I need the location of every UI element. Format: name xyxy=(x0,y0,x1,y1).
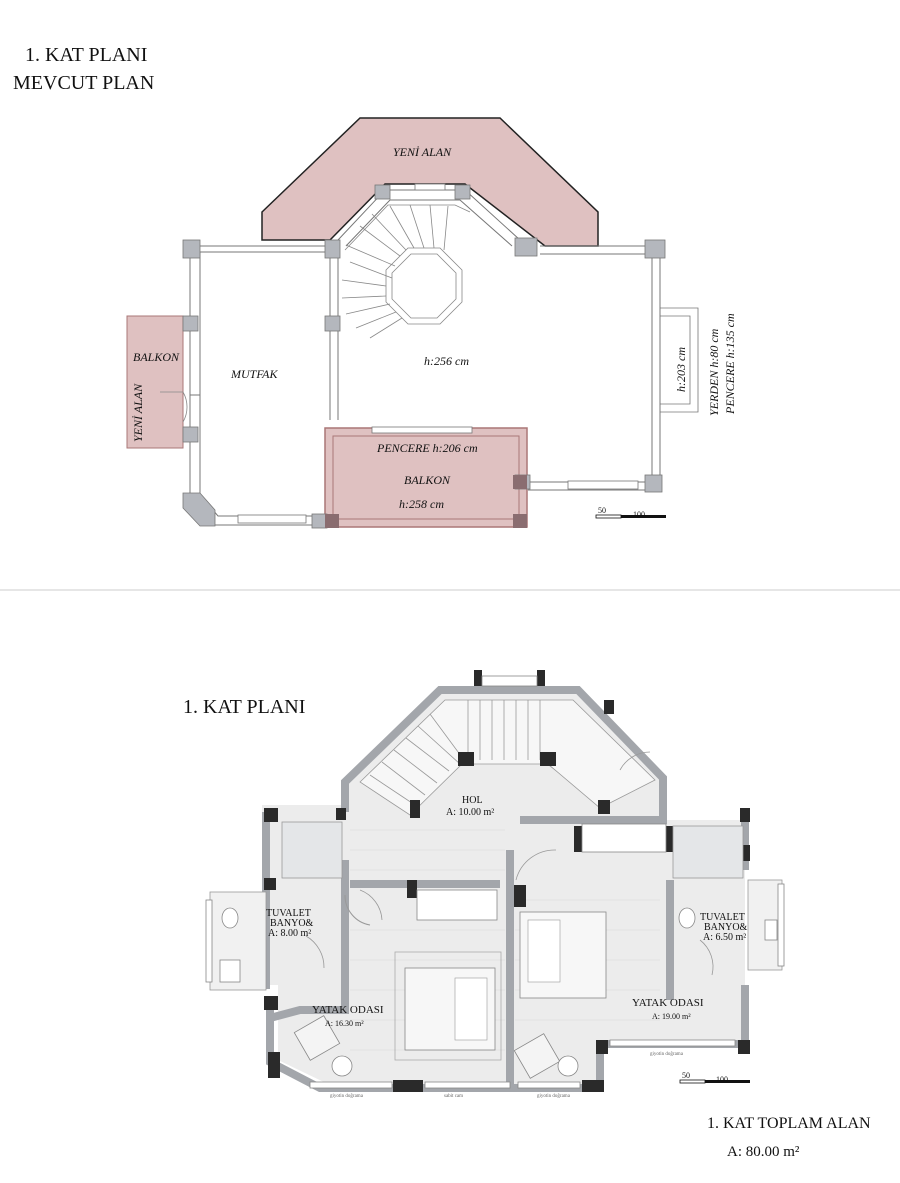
label-window-note-2: PENCERE h:135 cm xyxy=(723,313,737,414)
label-bedroom-right-area: A: 19.00 m² xyxy=(652,1012,691,1021)
label-hall: HOL xyxy=(462,795,483,806)
scale-top-100: 100 xyxy=(633,510,645,519)
total-area-value: A: 80.00 m² xyxy=(727,1144,800,1160)
label-bedroom-right: YATAK ODASI xyxy=(632,997,704,1009)
window-note-3: giyotin doğrama xyxy=(537,1094,570,1099)
label-bedroom-left: YATAK ODASI xyxy=(312,1004,384,1016)
scale-bottom-50: 50 xyxy=(682,1071,690,1080)
label-height-balcony: h:258 cm xyxy=(399,497,444,511)
new-plan xyxy=(205,670,785,1092)
label-wc-right-area: A: 6.50 m² xyxy=(703,932,747,943)
window-note-4: giyotin doğrama xyxy=(650,1052,683,1057)
bed-right xyxy=(519,911,607,999)
spiral-stair xyxy=(341,204,471,339)
balcony-bottom xyxy=(324,427,528,528)
scale-top-50: 50 xyxy=(598,506,606,515)
bed-left xyxy=(394,951,502,1061)
label-balcony-left: BALKON xyxy=(133,350,180,364)
scale-bar-bottom xyxy=(679,1079,750,1084)
shower-left xyxy=(281,821,343,879)
label-window-balcony: PENCERE h:206 cm xyxy=(377,441,478,455)
label-balcony-bottom: BALKON xyxy=(404,473,451,487)
label-wc-right-2: BANYO& xyxy=(704,922,748,933)
label-wc-left-area: A: 8.00 m² xyxy=(268,928,312,939)
scale-bottom-100: 100 xyxy=(716,1075,728,1084)
label-height-center: h:256 cm xyxy=(424,354,469,368)
label-wc-left-2: BANYO& xyxy=(270,918,314,929)
label-new-area-top: YENİ ALAN xyxy=(393,145,452,159)
label-wc-right-1: TUVALET xyxy=(700,912,745,923)
label-hall-area: A: 10.00 m² xyxy=(446,807,495,818)
label-new-area-left: YENİ ALAN xyxy=(131,383,145,442)
label-kitchen: MUTFAK xyxy=(231,367,278,381)
scale-bar-top xyxy=(595,514,666,519)
label-wc-left-1: TUVALET xyxy=(266,908,311,919)
top-plan-subtitle: MEVCUT PLAN xyxy=(13,72,155,94)
label-height-bay: h:203 cm xyxy=(674,347,688,392)
window-note-1: giyotin doğrama xyxy=(330,1094,363,1099)
existing-plan xyxy=(126,117,699,529)
shower-right xyxy=(672,825,744,879)
new-area-top xyxy=(261,117,599,247)
top-plan-title: 1. KAT PLANI xyxy=(25,44,148,66)
label-bedroom-left-area: A: 16.30 m² xyxy=(325,1019,364,1028)
window-note-2: sabit cam xyxy=(444,1094,464,1099)
bottom-plan-title: 1. KAT PLANI xyxy=(183,696,306,718)
total-area-label: 1. KAT TOPLAM ALAN xyxy=(707,1115,871,1132)
new-area-left-balcony xyxy=(126,315,184,449)
label-window-note-1: YERDEN h:80 cm xyxy=(707,328,721,416)
